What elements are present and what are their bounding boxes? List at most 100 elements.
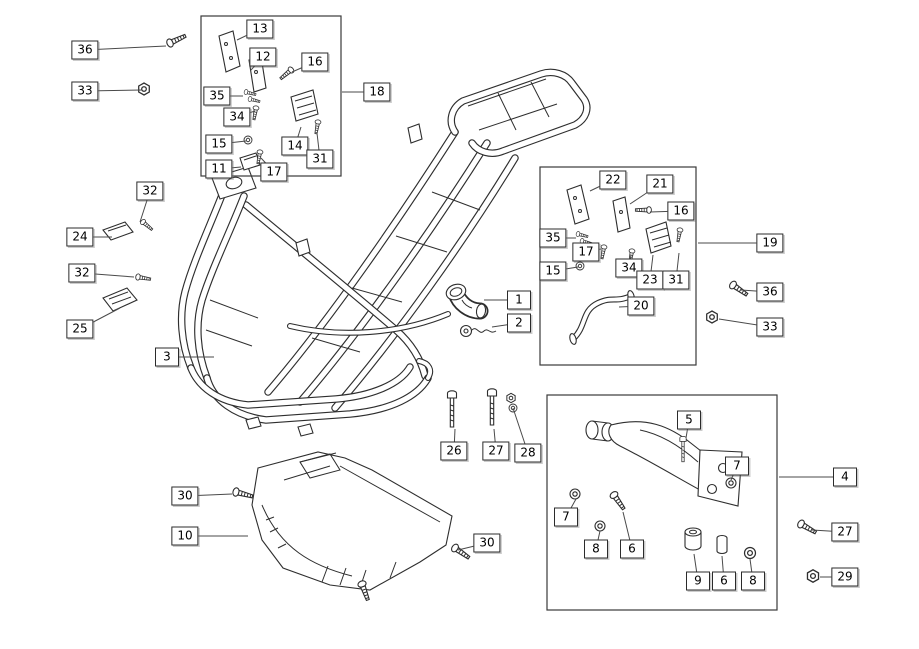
callout-label-32: 32: [136, 181, 164, 201]
callout-label-15: 15: [539, 261, 567, 281]
screw-17-rear-part: [598, 244, 608, 260]
callout-label-2: 2: [507, 313, 531, 333]
callout-label-3: 3: [155, 347, 179, 367]
screw-34-part: [250, 105, 260, 121]
engine-mount-drawing: [569, 420, 757, 560]
panel-21-part: [612, 196, 631, 233]
screw-32-lower-part: [134, 273, 152, 283]
callout-label-36: 36: [756, 282, 784, 302]
washer-8-right-part: [743, 546, 757, 560]
callout-label-36: 36: [71, 40, 99, 60]
underbody-panel-drawing: [231, 451, 472, 602]
callout-label-16: 16: [667, 201, 695, 221]
panel-13-part: [218, 30, 241, 73]
washer-8-left-part: [594, 520, 606, 532]
frame-post-left: [295, 238, 311, 257]
washer-7-lower-part: [569, 488, 581, 500]
callout-label-17: 17: [572, 242, 600, 262]
mount-arm-part: [585, 420, 743, 507]
callout-label-32: 32: [68, 263, 96, 283]
screw-36-right-part: [727, 279, 750, 299]
callout-label-5: 5: [677, 410, 701, 430]
screw-6-left-part: [608, 489, 628, 512]
callout-label-27: 27: [482, 441, 510, 461]
callout-label-35: 35: [539, 228, 567, 248]
callout-label-22: 22: [599, 170, 627, 190]
callout-label-16: 16: [301, 52, 329, 72]
nut-29-part: [806, 569, 820, 583]
callout-label-18: 18: [363, 82, 391, 102]
screw-32-upper-part: [139, 218, 155, 233]
callout-label-31: 31: [306, 149, 334, 169]
callout-label-35: 35: [203, 86, 231, 106]
nut-28-part: [506, 392, 516, 404]
callout-label-20: 20: [627, 296, 655, 316]
bushing-6-right-part: [716, 534, 728, 555]
callout-label-24: 24: [66, 227, 94, 247]
bolt-26-part: [446, 390, 458, 428]
bushing-9-part: [684, 527, 702, 551]
screw-27-right-part: [795, 518, 819, 537]
callout-label-13: 13: [246, 19, 274, 39]
floor-bolts: [446, 388, 518, 428]
frame-foot-brackets: [245, 416, 314, 437]
callout-label-31: 31: [662, 270, 690, 290]
bolt-27-part: [486, 388, 498, 426]
screw-31-part: [312, 119, 322, 135]
callout-label-6: 6: [620, 539, 644, 559]
callout-label-28: 28: [514, 443, 542, 463]
callout-label-11: 11: [205, 159, 233, 179]
callout-label-8: 8: [584, 539, 608, 559]
nut-33-right-part: [706, 310, 718, 324]
frame-post-right: [407, 123, 423, 144]
left-fasteners: [102, 31, 188, 312]
callout-label-30: 30: [171, 486, 199, 506]
callout-label-23: 23: [636, 270, 664, 290]
callout-label-7: 7: [725, 456, 749, 476]
callout-label-12: 12: [249, 47, 277, 67]
callout-label-10: 10: [171, 526, 199, 546]
bracket-11-part: [239, 152, 261, 171]
callout-label-26: 26: [440, 441, 468, 461]
washer-15-part: [243, 135, 253, 145]
panel-22-part: [566, 184, 590, 225]
washer-15-rear-part: [575, 261, 585, 271]
callout-label-21: 21: [646, 174, 674, 194]
frame-drawing: [182, 72, 587, 437]
cable-clamp-drawing: [459, 324, 497, 338]
screw-36-part: [164, 31, 188, 49]
callout-label-15: 15: [205, 134, 233, 154]
callout-label-8: 8: [741, 571, 765, 591]
callout-label-14: 14: [281, 136, 309, 156]
rear-panel-group-drawing: [566, 184, 684, 345]
callout-label-29: 29: [831, 567, 859, 587]
callout-label-33: 33: [756, 317, 784, 337]
callout-label-34: 34: [615, 258, 643, 278]
callout-label-19: 19: [756, 233, 784, 253]
callout-label-25: 25: [66, 319, 94, 339]
screw-31-rear-part: [674, 227, 684, 243]
screw-35a-rear-part: [575, 230, 589, 240]
callout-label-27: 27: [831, 522, 859, 542]
grille-23-part: [645, 221, 672, 254]
detail-box-engine-mount-group: [546, 394, 778, 611]
bracket-25-part: [102, 287, 138, 312]
hose-20-part: [569, 290, 635, 345]
screw-16-rear-part: [634, 206, 652, 214]
intake-duct-drawing: [445, 283, 486, 319]
callout-label-7: 7: [554, 507, 578, 527]
front-panel-group-drawing: [218, 30, 322, 171]
screw-30-right-part: [449, 542, 472, 562]
screw-16-part: [277, 65, 296, 82]
callout-label-33: 33: [71, 81, 99, 101]
callout-label-34: 34: [223, 107, 251, 127]
callout-label-17: 17: [260, 162, 288, 182]
screw-35b-part: [247, 95, 261, 105]
callout-label-9: 9: [686, 571, 710, 591]
callout-label-4: 4: [833, 467, 857, 487]
callout-label-1: 1: [507, 290, 531, 310]
callout-label-30: 30: [473, 533, 501, 553]
nut-33-part: [138, 82, 150, 96]
